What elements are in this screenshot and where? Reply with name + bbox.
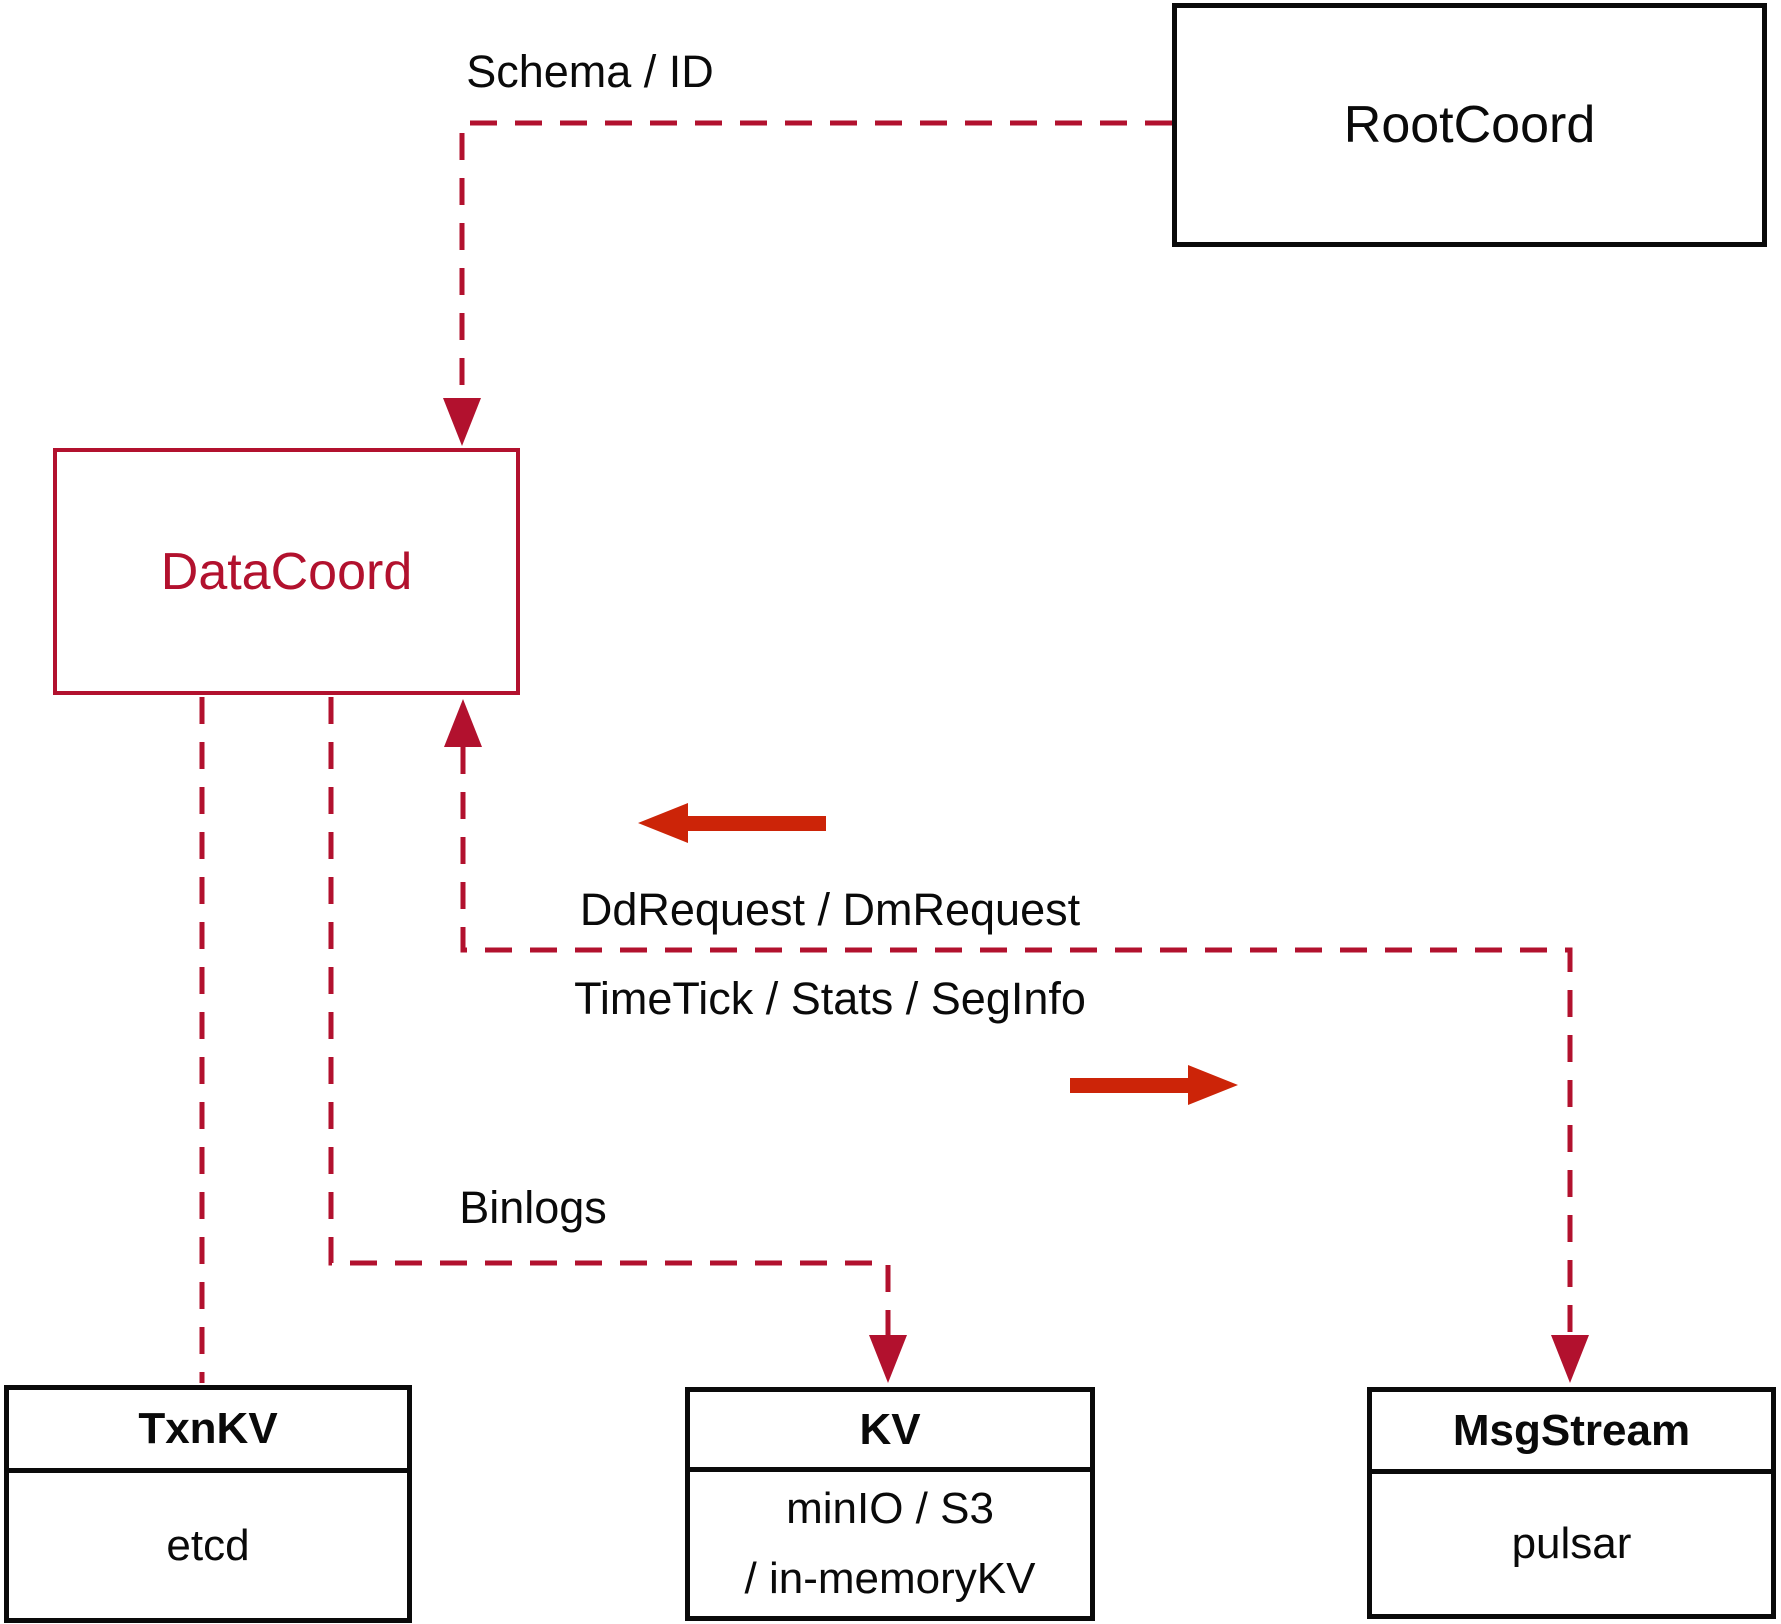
datacoord-label: DataCoord — [160, 542, 413, 601]
schema-id-connector — [459, 120, 1172, 400]
node-txnkv: TxnKV etcd — [4, 1385, 412, 1623]
msgstream-body-label: pulsar — [1511, 1519, 1632, 1568]
node-rootcoord: RootCoord — [1172, 3, 1767, 247]
schema-id-arrowhead-icon — [443, 398, 481, 446]
node-kv: KV minIO / S3 / in-memoryKV — [685, 1387, 1095, 1621]
binlogs-label: Binlogs — [459, 1182, 607, 1233]
msgstream-datacoord-connector — [460, 747, 1573, 1335]
left-direction-arrow-icon — [638, 803, 826, 843]
node-datacoord: DataCoord — [53, 448, 520, 695]
txnkv-body-label: etcd — [166, 1520, 250, 1570]
msgstream-down-arrowhead-icon — [1551, 1335, 1589, 1383]
schema-id-label: Schema / ID — [466, 46, 714, 97]
binlogs-arrowhead-icon — [869, 1335, 907, 1383]
kv-body-line1: minIO / S3 — [786, 1484, 994, 1533]
kv-header: KV — [690, 1392, 1090, 1472]
binlogs-connector — [328, 697, 891, 1335]
datacoord-up-arrowhead-icon — [444, 699, 482, 747]
time-tick-label: TimeTick / Stats / SegInfo — [574, 973, 1086, 1024]
txnkv-header: TxnKV — [9, 1390, 407, 1473]
dd-request-label: DdRequest / DmRequest — [579, 884, 1081, 935]
right-direction-arrow-icon — [1070, 1065, 1238, 1105]
kv-body-line2: / in-memoryKV — [744, 1554, 1036, 1603]
node-msgstream: MsgStream pulsar — [1367, 1387, 1776, 1619]
msgstream-header: MsgStream — [1372, 1392, 1771, 1474]
rootcoord-label: RootCoord — [1343, 96, 1596, 154]
